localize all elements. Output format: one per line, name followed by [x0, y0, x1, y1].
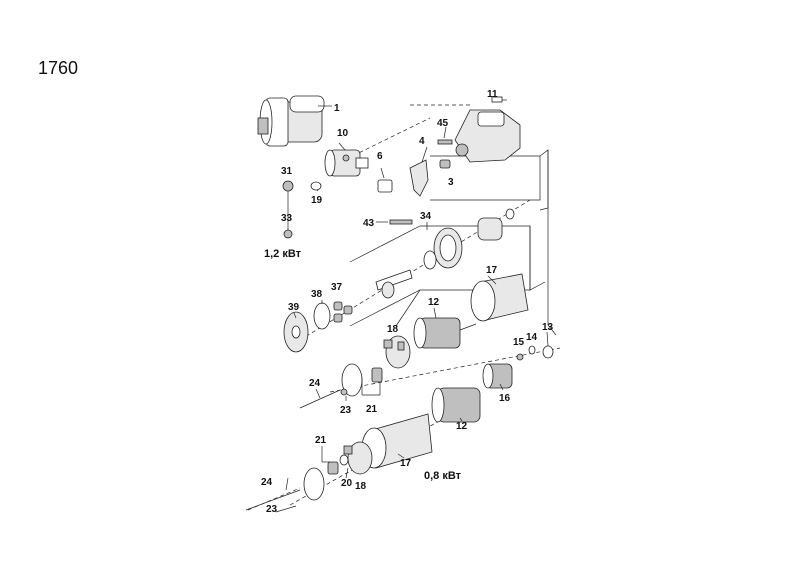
- motor-1-2kw: [413, 273, 529, 349]
- starter-assembly: [257, 95, 332, 147]
- part-19: [310, 181, 322, 191]
- callout-12-lower: 12: [456, 421, 468, 432]
- callout-23-upper: 23: [340, 405, 352, 416]
- page-number: 1760: [38, 58, 79, 78]
- callout-39: 39: [288, 302, 300, 313]
- drive-end-housing: [454, 96, 521, 163]
- callout-14: 14: [526, 332, 538, 343]
- solenoid: [324, 149, 369, 177]
- callout-31: 31: [281, 166, 293, 177]
- callout-4: 4: [419, 136, 425, 147]
- callout-3: 3: [448, 177, 454, 188]
- planetary-gear-set: [375, 208, 515, 299]
- callout-24-upper: 24: [309, 378, 321, 389]
- callout-13: 13: [542, 322, 554, 333]
- part-3: [439, 159, 451, 169]
- callout-11: 11: [487, 89, 498, 100]
- callout-16: 16: [499, 393, 511, 404]
- callout-17-upper: 17: [486, 265, 498, 276]
- callout-23-lower: 23: [266, 504, 278, 515]
- leader-lines: [285, 126, 549, 491]
- callout-12-upper: 12: [428, 297, 440, 308]
- part-31: [282, 180, 294, 192]
- callout-43: 43: [363, 218, 375, 229]
- motor-0-8kw: [361, 363, 513, 469]
- callout-45: 45: [437, 118, 449, 129]
- callout-20: 20: [341, 478, 353, 489]
- part-43-screw: [389, 219, 413, 225]
- callout-labels: 1 10 11 45 4 6 3 31 19 33 43 34 17 39 38…: [261, 89, 554, 515]
- callout-21-lower: 21: [315, 435, 327, 446]
- callout-19: 19: [311, 195, 323, 206]
- callout-10: 10: [337, 128, 349, 139]
- callout-17-lower: 17: [400, 458, 412, 469]
- callout-34: 34: [420, 211, 432, 222]
- callout-1: 1: [334, 103, 340, 114]
- washers-right: [516, 345, 554, 361]
- callout-6: 6: [377, 151, 383, 162]
- part-33: [283, 229, 293, 239]
- cover-parts: [283, 301, 353, 353]
- small-parts-upper: [282, 139, 453, 239]
- callout-38: 38: [311, 289, 323, 300]
- variant-label-1-2kw: 1,2 кВт: [264, 248, 302, 260]
- callout-21-upper: 21: [366, 404, 378, 415]
- part-4-fork: [409, 159, 429, 197]
- callout-33: 33: [281, 213, 293, 224]
- callout-15: 15: [513, 337, 525, 348]
- part-6: [377, 179, 393, 193]
- callout-24-lower: 24: [261, 477, 273, 488]
- callout-37: 37: [331, 282, 343, 293]
- brush-holder-upper: [299, 335, 411, 409]
- part-45-pin: [437, 139, 453, 145]
- variant-label-0-8kw: 0,8 кВт: [424, 470, 462, 482]
- brush-holder-lower: [245, 441, 373, 513]
- callout-18-upper: 18: [387, 324, 399, 335]
- callout-18-lower: 18: [355, 481, 367, 492]
